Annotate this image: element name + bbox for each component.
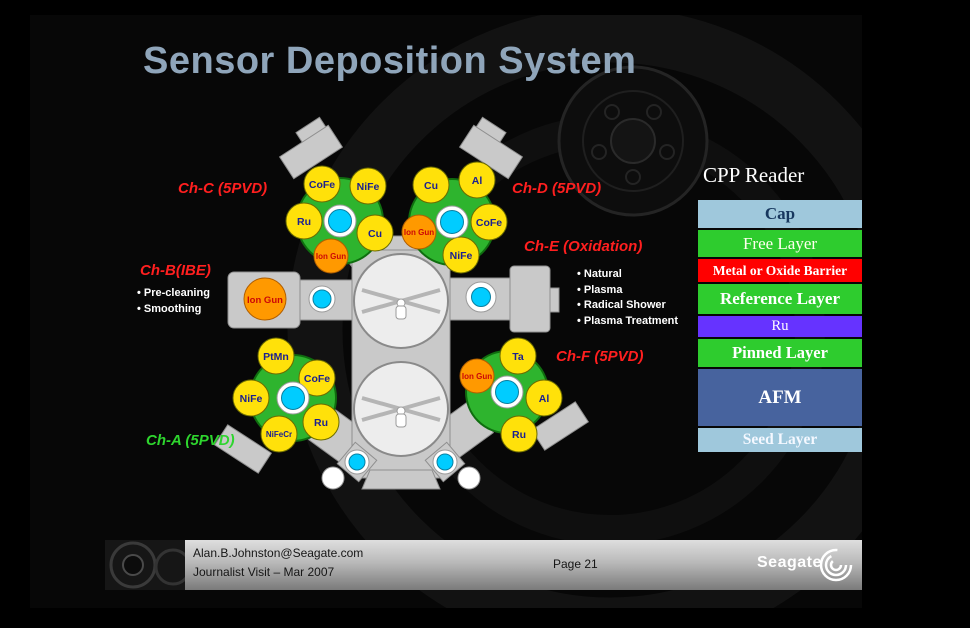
cpp-layer-barrier: Metal or Oxide Barrier	[698, 259, 862, 282]
ion-gun-label: Ion Gun	[316, 252, 346, 261]
wafer	[471, 287, 491, 307]
target-label: CoFe	[476, 217, 502, 229]
chamber-a: PtMn CoFe NiFe NiFeCr Ru	[232, 337, 340, 453]
footer-photo	[105, 540, 185, 590]
wafer	[328, 209, 352, 233]
target-label: Ru	[314, 417, 328, 429]
chamber-d-label: Ch-D (5PVD)	[512, 180, 602, 197]
footer-photo-art	[105, 540, 185, 590]
chamber-f: Ta Al Ru Ion Gun	[459, 337, 563, 453]
chamber-c: CoFe NiFe Ru Cu Ion Gun	[285, 165, 394, 274]
chamber-e	[465, 281, 497, 313]
footer-email: Alan.B.Johnston@Seagate.com	[193, 546, 364, 560]
target-label: CoFe	[309, 179, 335, 191]
target-label: Ta	[512, 351, 524, 363]
chamber-d: Cu Al CoFe NiFe Ion Gun	[401, 161, 508, 274]
transfer-module-bottom	[353, 361, 449, 457]
cpp-reader-title: CPP Reader	[703, 163, 805, 187]
footer-event: Journalist Visit – Mar 2007	[193, 565, 335, 579]
target-label: NiFe	[240, 393, 263, 405]
seagate-logo-icon	[815, 544, 857, 591]
ion-gun-circle	[313, 238, 349, 274]
target-label: PtMn	[263, 351, 289, 363]
target-label: Al	[472, 175, 483, 187]
chamber-e-bullets: • Natural • Plasma • Radical Shower • Pl…	[577, 267, 678, 329]
wafer	[436, 453, 454, 471]
cpp-layer-free: Free Layer	[698, 230, 862, 257]
cpp-layer-reference: Reference Layer	[698, 284, 862, 314]
chamber-a-label: Ch-A (5PVD)	[146, 432, 235, 449]
target-label: Ru	[512, 429, 526, 441]
cpp-layer-pinned: Pinned Layer	[698, 339, 862, 367]
cpp-layer-seed: Seed Layer	[698, 428, 862, 452]
bullet-line: • Radical Shower	[577, 299, 666, 311]
ion-gun-label: Ion Gun	[404, 228, 434, 237]
bullet-line: • Pre-cleaning	[137, 287, 210, 299]
target-label: NiFe	[357, 181, 380, 193]
seagate-wordmark: Seagate	[757, 554, 822, 571]
ion-gun-label: Ion Gun	[247, 295, 283, 306]
loadlock-wafers	[344, 449, 458, 475]
wafer	[348, 453, 366, 471]
bullet-line: • Plasma Treatment	[577, 314, 679, 327]
ion-gun-circle	[459, 358, 495, 394]
ion-gun-circle	[401, 214, 437, 250]
transfer-module-top	[353, 253, 449, 349]
wafer	[312, 289, 332, 309]
chamber-f-label: Ch-F (5PVD)	[556, 348, 644, 365]
wafer	[495, 380, 519, 404]
bullet-line: • Smoothing	[137, 302, 202, 315]
bullet-line: • Natural	[577, 268, 622, 280]
wafer	[281, 386, 305, 410]
slide-title: Sensor Deposition System	[143, 40, 637, 82]
ion-gun-label: Ion Gun	[462, 372, 492, 381]
chamber-b: Ion Gun	[243, 277, 336, 321]
target-label: Cu	[424, 180, 438, 192]
bullet-line: • Plasma	[577, 283, 623, 296]
target-label: Cu	[368, 228, 382, 240]
cpp-layer-cap: Cap	[698, 200, 862, 228]
cpp-layer-afm: AFM	[698, 369, 862, 426]
chamber-e-label: Ch-E (Oxidation)	[524, 238, 643, 255]
cpp-layer-ru: Ru	[698, 316, 862, 337]
chamber-b-label: Ch-B(IBE)	[140, 262, 211, 279]
cpp-reader-stack: Cap Free Layer Metal or Oxide Barrier Re…	[698, 200, 862, 454]
target-label: CoFe	[304, 373, 330, 385]
target-label: NiFeCr	[266, 430, 292, 439]
chamber-b-bullets: • Pre-cleaning • Smoothing	[137, 286, 210, 317]
chamber-c-label: Ch-C (5PVD)	[178, 180, 268, 197]
ion-gun-circle	[243, 277, 287, 321]
wafer	[440, 210, 464, 234]
target-label: Ru	[297, 216, 311, 228]
target-label: Al	[539, 393, 550, 405]
target-label: NiFe	[450, 250, 473, 262]
footer-page-number: Page 21	[553, 557, 598, 571]
footer-bar: Alan.B.Johnston@Seagate.com Journalist V…	[105, 540, 862, 590]
